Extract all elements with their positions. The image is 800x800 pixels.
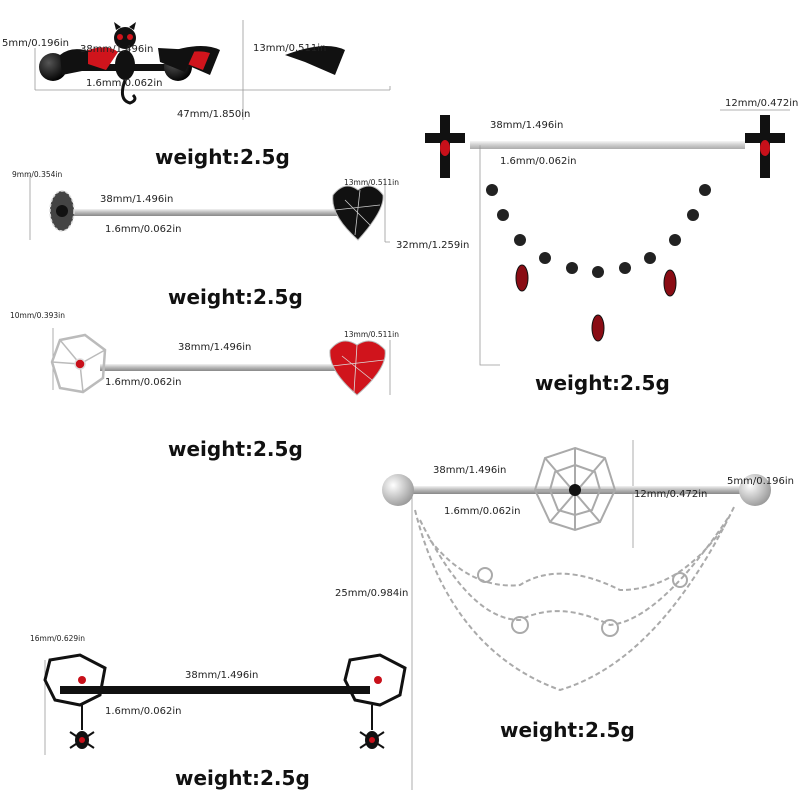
bat-barbell <box>39 22 345 105</box>
charm-size-label: 13mm/0.511in <box>253 43 327 54</box>
weight-label: weight:2.5g <box>500 718 635 742</box>
gauge-label: 1.6mm/0.062in <box>86 78 163 89</box>
length-label: 38mm/1.496in <box>80 44 154 55</box>
weight-label: weight:2.5g <box>168 437 303 461</box>
length-label: 38mm/1.496in <box>178 342 252 353</box>
drop-length-label: 32mm/1.259in <box>396 240 470 251</box>
web-chain-barbell <box>382 446 771 692</box>
web-size-label: 16mm/0.629in <box>30 634 85 643</box>
dimension-lines <box>29 20 790 790</box>
cross-size-label: 12mm/0.472in <box>725 98 799 109</box>
ball-size-label: 5mm/0.196in <box>727 476 794 487</box>
cross-chain-barbell <box>425 115 785 342</box>
gauge-label: 1.6mm/0.062in <box>105 706 182 717</box>
weight-label: weight:2.5g <box>535 371 670 395</box>
web-size-label: 12mm/0.472in <box>634 489 708 500</box>
ball-size-label: 5mm/0.196in <box>2 38 69 49</box>
spider-heart-barbell <box>49 185 384 241</box>
drop-length-label: 25mm/0.984in <box>335 588 409 599</box>
spider-size-label: 9mm/0.354in <box>12 170 63 179</box>
black-web-barbell <box>43 653 407 749</box>
heart-size-label: 13mm/0.511in <box>344 178 399 187</box>
web-size-label: 10mm/0.393in <box>10 311 65 320</box>
gauge-label: 1.6mm/0.062in <box>500 156 577 167</box>
length-label: 38mm/1.496in <box>433 465 507 476</box>
weight-label: weight:2.5g <box>175 766 310 790</box>
web-heart-barbell <box>50 333 386 396</box>
length-label: 38mm/1.496in <box>490 120 564 131</box>
gauge-label: 1.6mm/0.062in <box>105 224 182 235</box>
total-length-label: 47mm/1.850in <box>177 109 251 120</box>
weight-label: weight:2.5g <box>155 145 290 169</box>
heart-size-label: 13mm/0.511in <box>344 330 399 339</box>
weight-label: weight:2.5g <box>168 285 303 309</box>
gauge-label: 1.6mm/0.062in <box>444 506 521 517</box>
length-label: 38mm/1.496in <box>100 194 174 205</box>
length-label: 38mm/1.496in <box>185 670 259 681</box>
gauge-label: 1.6mm/0.062in <box>105 377 182 388</box>
